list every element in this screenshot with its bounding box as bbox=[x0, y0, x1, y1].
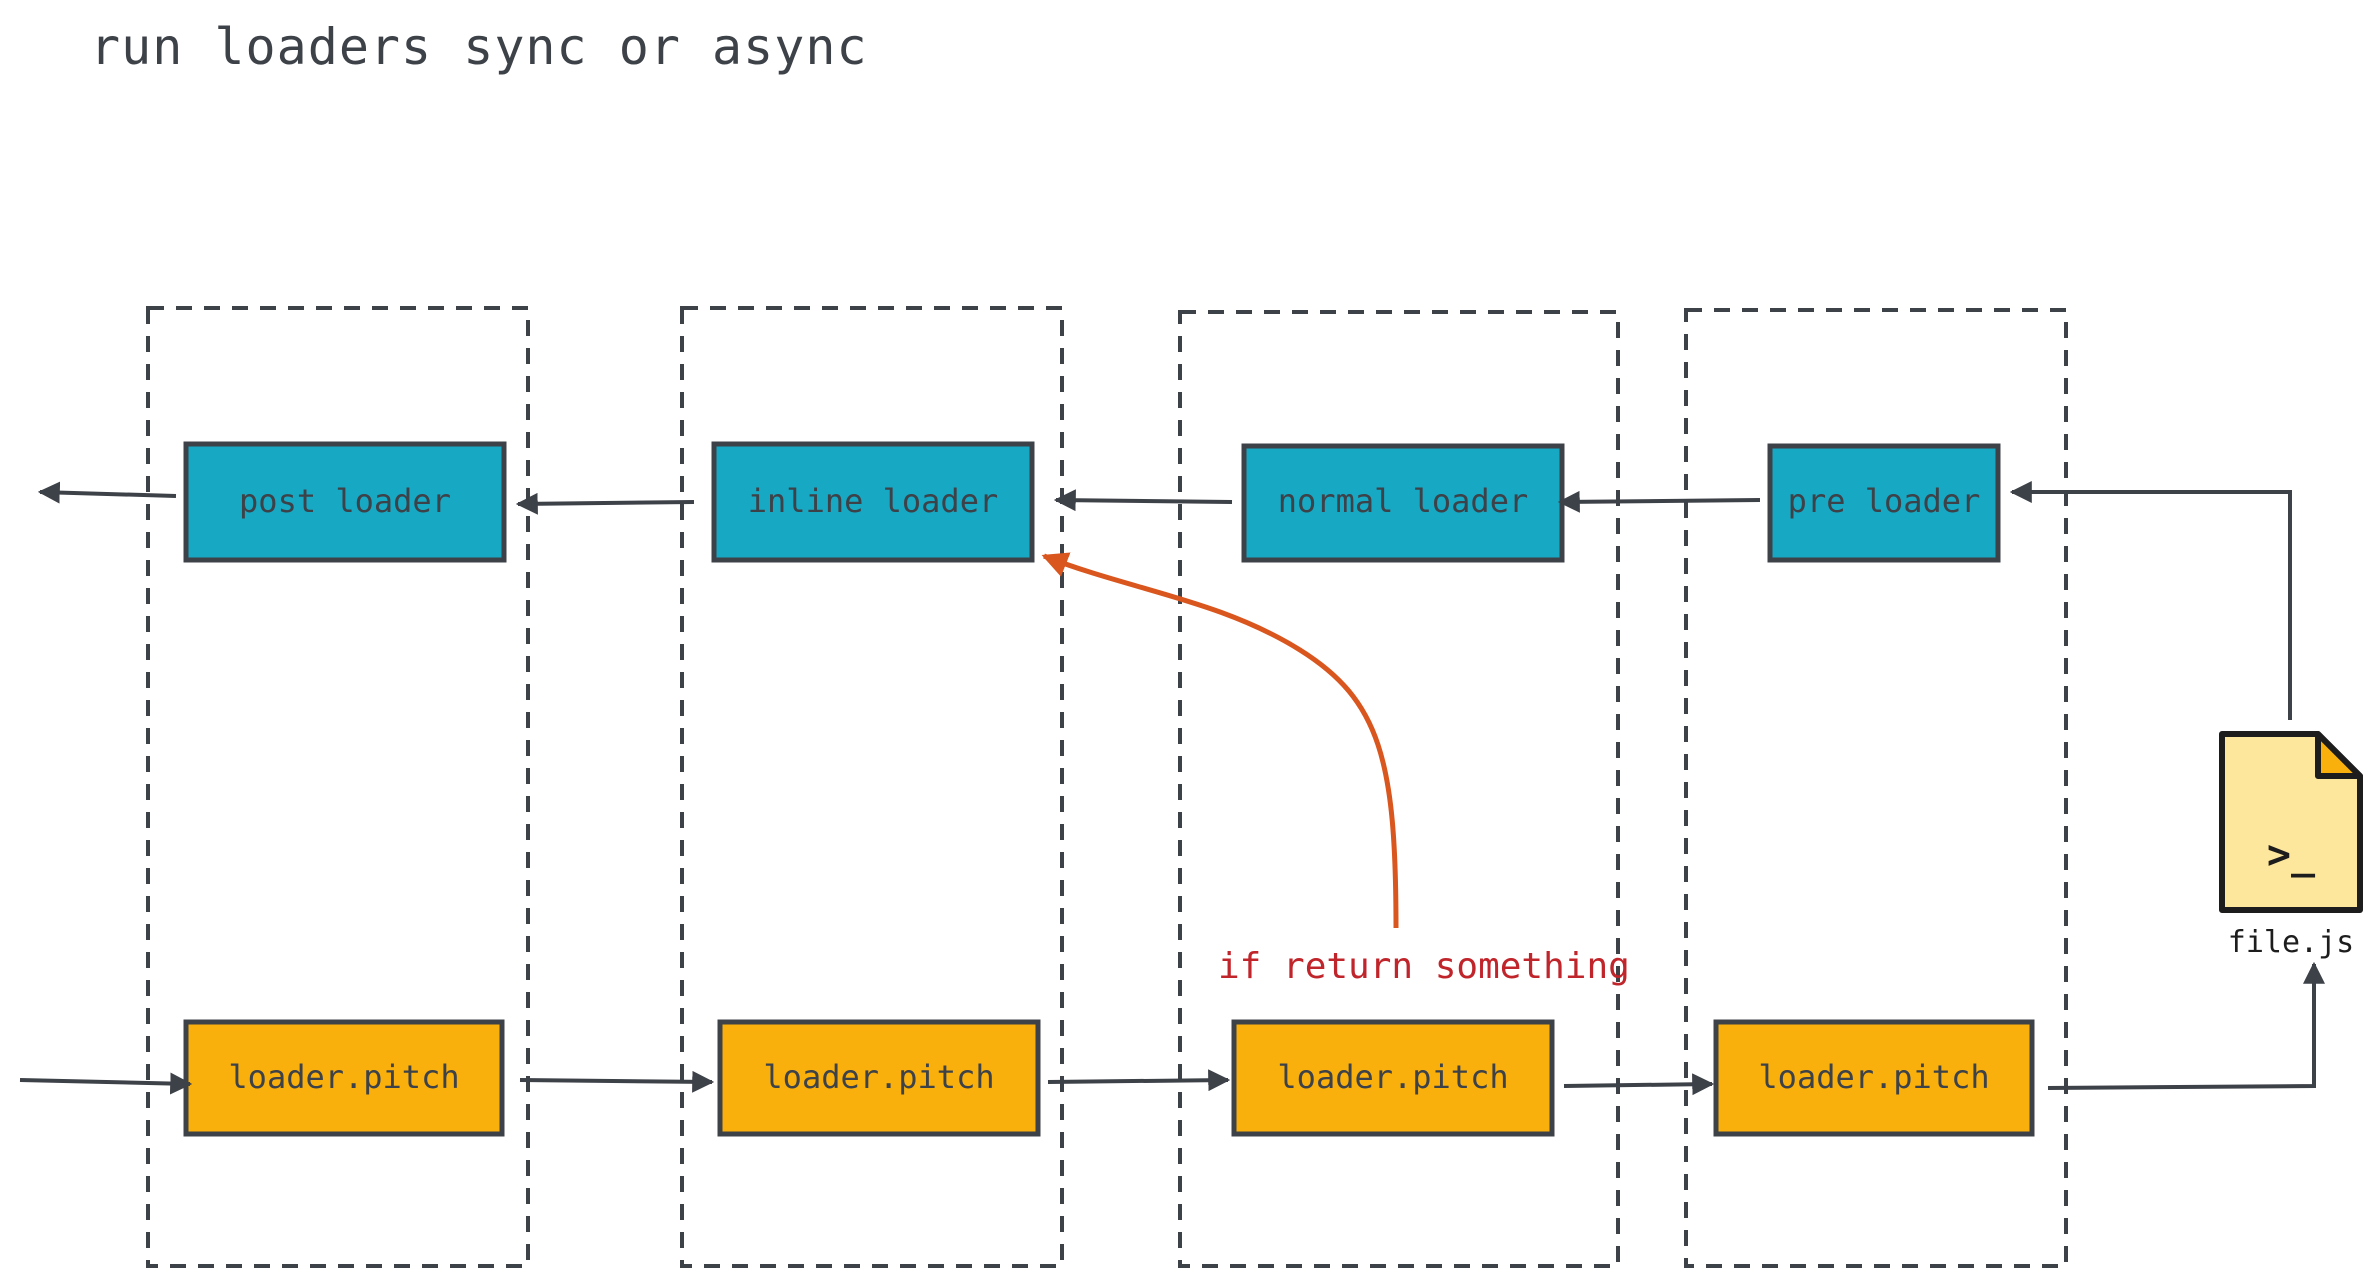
pitch-label-inline: loader.pitch bbox=[763, 1058, 994, 1096]
loader-label-pre: pre loader bbox=[1788, 482, 1981, 520]
pitch-label-normal: loader.pitch bbox=[1277, 1058, 1508, 1096]
arrow-entry-to-pitch-post bbox=[19, 1072, 193, 1095]
loader-label-post: post loader bbox=[239, 482, 451, 520]
terminal-file-icon: >_ bbox=[2219, 731, 2363, 913]
pitch-label-post: loader.pitch bbox=[228, 1058, 459, 1096]
loader-box-normal: normal loader bbox=[1241, 443, 1565, 563]
arrow-pre-to-normal bbox=[1557, 490, 1761, 513]
diagram-title: run loaders sync or async bbox=[90, 18, 868, 76]
arrow-post-exit bbox=[37, 481, 177, 504]
arrow-pitch-pre-to-file bbox=[2047, 961, 2325, 1090]
arrow-pitch-return-shortcircuit bbox=[1041, 552, 1399, 929]
condition-label: if return something bbox=[1218, 946, 1630, 987]
pitch-box-post: loader.pitch bbox=[183, 1019, 505, 1137]
loader-box-post: post loader bbox=[183, 441, 507, 563]
loader-box-inline: inline loader bbox=[711, 441, 1035, 563]
arrow-pitch-normal-to-pre bbox=[1563, 1073, 1715, 1096]
arrow-pitch-inline-to-normal bbox=[1047, 1069, 1231, 1092]
pitch-box-inline: loader.pitch bbox=[717, 1019, 1041, 1137]
stage-frame-post bbox=[146, 306, 530, 1268]
loader-box-pre: pre loader bbox=[1767, 443, 2001, 563]
stage-frame-normal bbox=[1178, 310, 1620, 1268]
stage-frame-pre bbox=[1684, 308, 2068, 1268]
arrow-normal-to-inline bbox=[1053, 489, 1233, 512]
terminal-glyph: >_ bbox=[2267, 832, 2316, 878]
arrow-file-to-pre bbox=[2009, 481, 2292, 720]
loader-label-normal: normal loader bbox=[1278, 482, 1528, 520]
arrow-pitch-post-to-inline bbox=[519, 1070, 715, 1093]
file-label: file.js bbox=[2228, 925, 2354, 960]
pitch-label-pre: loader.pitch bbox=[1758, 1058, 1989, 1096]
pitch-box-normal: loader.pitch bbox=[1231, 1019, 1555, 1137]
arrow-inline-to-post bbox=[515, 492, 695, 515]
loader-label-inline: inline loader bbox=[748, 482, 998, 520]
stage-frame-inline bbox=[680, 306, 1064, 1268]
pitch-box-pre: loader.pitch bbox=[1713, 1019, 2035, 1137]
